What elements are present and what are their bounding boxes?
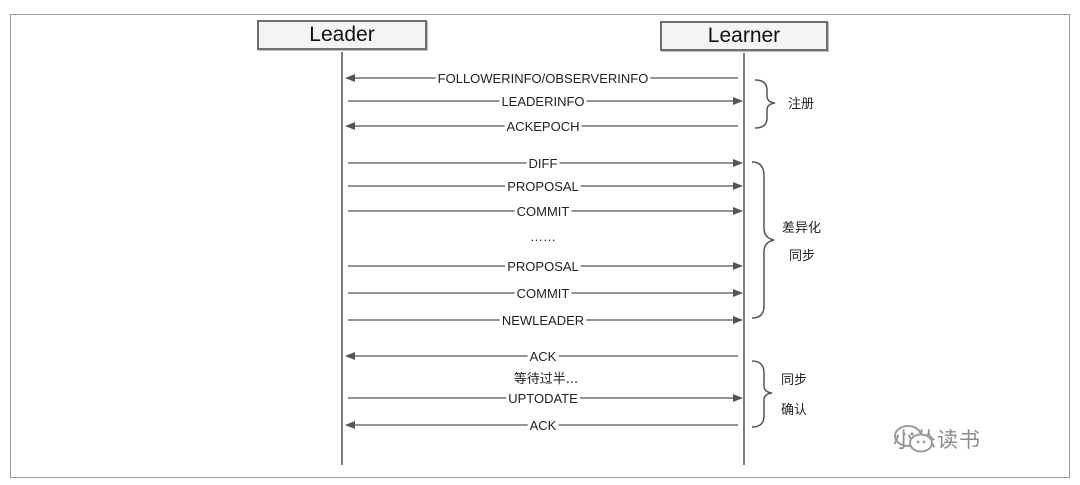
leader-label: Leader	[309, 23, 375, 46]
learner-actor-box: Learner	[660, 21, 828, 51]
message-label-10: ACK	[530, 349, 557, 364]
message-label-6: COMMIT	[517, 204, 570, 219]
diff-sync-label-line1: 差异化	[782, 221, 821, 236]
message-label-11: UPTODATE	[508, 391, 578, 406]
message-label-bg-11	[506, 391, 581, 406]
message-label-4: DIFF	[529, 156, 558, 171]
message-label-1: FOLLOWERINFO/OBSERVERINFO	[438, 71, 649, 86]
message-label-bg-1	[435, 71, 651, 86]
diagram-frame	[10, 14, 1070, 478]
message-label-8: COMMIT	[517, 286, 570, 301]
message-label-bg-2	[499, 94, 587, 109]
ellipsis-text: ……	[530, 229, 556, 244]
message-label-bg-9	[499, 313, 587, 328]
waiting-note: 等待过半...	[514, 371, 578, 387]
confirm-brace	[751, 360, 773, 428]
message-label-bg-5	[505, 179, 581, 194]
message-label-5: PROPOSAL	[507, 179, 579, 194]
message-label-bg-3	[504, 119, 582, 134]
message-label-9: NEWLEADER	[502, 313, 584, 328]
watermark: 小怂读书	[893, 424, 981, 454]
learner-label: Learner	[707, 24, 781, 47]
message-label-bg-12	[527, 418, 559, 433]
message-label-bg-7	[505, 259, 581, 274]
message-label-7: PROPOSAL	[507, 259, 579, 274]
diff-sync-label-line2: 同步	[789, 249, 815, 264]
message-label-bg-8	[514, 286, 572, 301]
register-brace	[754, 79, 776, 129]
register-phase-label: 注册	[788, 97, 814, 112]
diff-sync-brace	[751, 161, 775, 319]
wechat-icon	[894, 425, 933, 453]
message-label-bg-4	[526, 156, 560, 171]
message-label-3: ACKEPOCH	[507, 119, 580, 134]
leader-actor-box: Leader	[257, 20, 427, 50]
message-label-bg-10	[527, 349, 559, 364]
message-label-2: LEADERINFO	[501, 94, 584, 109]
message-label-bg-6	[514, 204, 572, 219]
confirm-label-line1: 同步	[781, 373, 807, 388]
watermark-text: 小怂读书	[893, 428, 981, 452]
confirm-label-line2: 确认	[781, 403, 807, 418]
message-label-12: ACK	[530, 418, 557, 433]
